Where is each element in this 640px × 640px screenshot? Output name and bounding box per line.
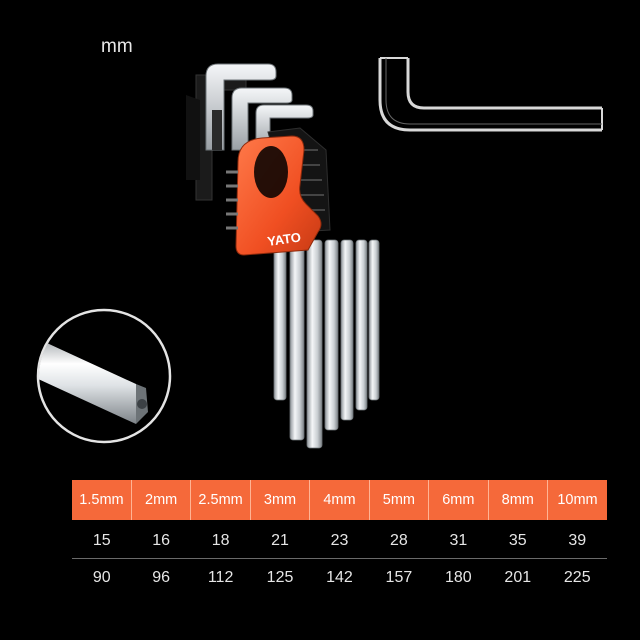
table-cell: 90 — [92, 568, 111, 586]
bend-profile-diagram — [378, 57, 603, 132]
table-cell: 28 — [369, 520, 429, 559]
table-cell: 15 — [72, 520, 132, 559]
size-header-cell: 10mm — [547, 480, 607, 520]
table-cell: 35 — [488, 520, 548, 559]
table-cell: 180 — [444, 568, 472, 586]
table-cell: 157 — [385, 568, 413, 586]
size-header-cell: 3mm — [249, 480, 310, 520]
table-cell: 39 — [547, 520, 607, 559]
table-cell: 31 — [428, 520, 489, 559]
table-cell: 16 — [131, 520, 191, 559]
table-cell: 142 — [326, 568, 353, 586]
size-header-row: 1.5mm 2mm 2.5mm 3mm 4mm 5mm 6mm 8mm 10mm — [72, 480, 607, 520]
table-cell: 18 — [190, 520, 251, 559]
size-header-cell: 1.5mm — [72, 480, 132, 520]
table-cell: 225 — [563, 568, 591, 586]
size-header-cell: 2.5mm — [190, 480, 251, 520]
unit-label: mm — [101, 36, 133, 57]
brand-logo: YATO — [266, 229, 301, 249]
size-header-cell: 2mm — [130, 480, 191, 520]
size-header-cell: 5mm — [368, 480, 429, 520]
size-table: 1.5mm 2mm 2.5mm 3mm 4mm 5mm 6mm 8mm 10mm… — [72, 480, 607, 595]
table-cell: 23 — [309, 520, 370, 559]
table-cell: 21 — [250, 520, 310, 559]
table-cell: 125 — [266, 568, 294, 586]
hex-tip-zoom — [36, 308, 172, 444]
table-cell: 112 — [207, 568, 234, 586]
size-header-cell: 6mm — [428, 480, 489, 520]
table-cell: 201 — [504, 568, 532, 586]
size-header-cell: 8mm — [487, 480, 548, 520]
hex-key-set-image: YATO — [186, 63, 380, 449]
table-row: 90 96 112 125 142 157 180 201 225 — [72, 559, 607, 596]
table-row: 15 16 18 21 23 28 31 35 39 — [72, 520, 607, 559]
size-header-cell: 4mm — [309, 480, 370, 520]
table-cell: 96 — [152, 568, 171, 586]
